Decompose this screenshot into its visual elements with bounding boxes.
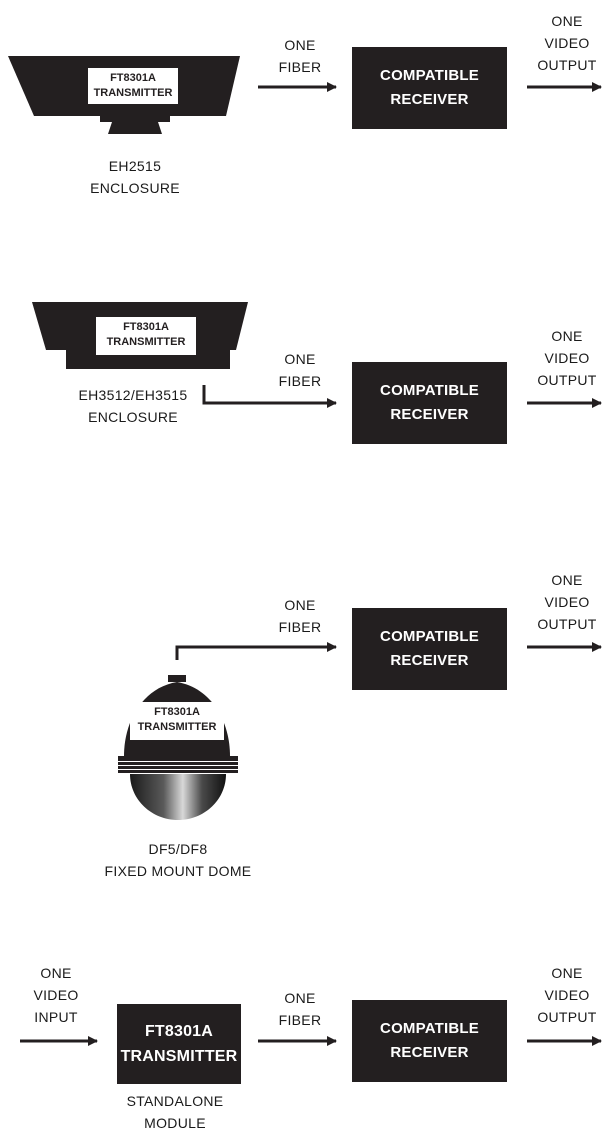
row3-fiber-arrow [175,642,337,660]
row4-fiber-label: ONE FIBER [278,990,322,1028]
row1-transmitter-plate: FT8301A TRANSMITTER [88,68,178,104]
row4-output-label: ONE VIDEO OUTPUT [537,965,597,1025]
row2-output-label: ONE VIDEO OUTPUT [537,328,597,388]
row2-fiber-label: ONE FIBER [278,351,322,389]
row4-input-label: ONE VIDEO INPUT [33,965,79,1025]
row3-output-label: ONE VIDEO OUTPUT [537,572,597,632]
dome-camera-shape [118,675,238,820]
row2-transmitter-plate: FT8301A TRANSMITTER [96,317,196,355]
row1-compatible-receiver: COMPATIBLE RECEIVER [352,47,507,129]
row2-transmitter-word: TRANSMITTER [106,336,186,348]
row1-equipment-label: EH2515 ENCLOSURE [90,158,180,196]
row3-fiber-label: ONE FIBER [278,597,322,635]
row3-equipment-label: DF5/DF8 FIXED MOUNT DOME [104,841,252,879]
row2-compatible-receiver: COMPATIBLE RECEIVER [352,362,507,444]
row1-output-label: ONE VIDEO OUTPUT [537,13,597,73]
row3-transmitter-model: FT8301A [154,706,200,718]
row1-transmitter-model: FT8301A [110,72,156,84]
row3-transmitter-word: TRANSMITTER [137,721,217,733]
row4-compatible-receiver: COMPATIBLE RECEIVER [352,1000,507,1082]
row2-fiber-arrow [202,385,337,408]
row3-transmitter-plate: FT8301A TRANSMITTER [130,702,224,740]
row2-equipment-label: EH3512/EH3515 ENCLOSURE [78,387,188,425]
row4-equipment-label: STANDALONE MODULE [126,1093,224,1131]
row2-transmitter-model: FT8301A [123,321,169,333]
row4-transmitter-module: FT8301A TRANSMITTER [117,1004,241,1084]
row1-fiber-label: ONE FIBER [278,37,322,75]
row3-compatible-receiver: COMPATIBLE RECEIVER [352,608,507,690]
row1-transmitter-word: TRANSMITTER [93,87,173,99]
